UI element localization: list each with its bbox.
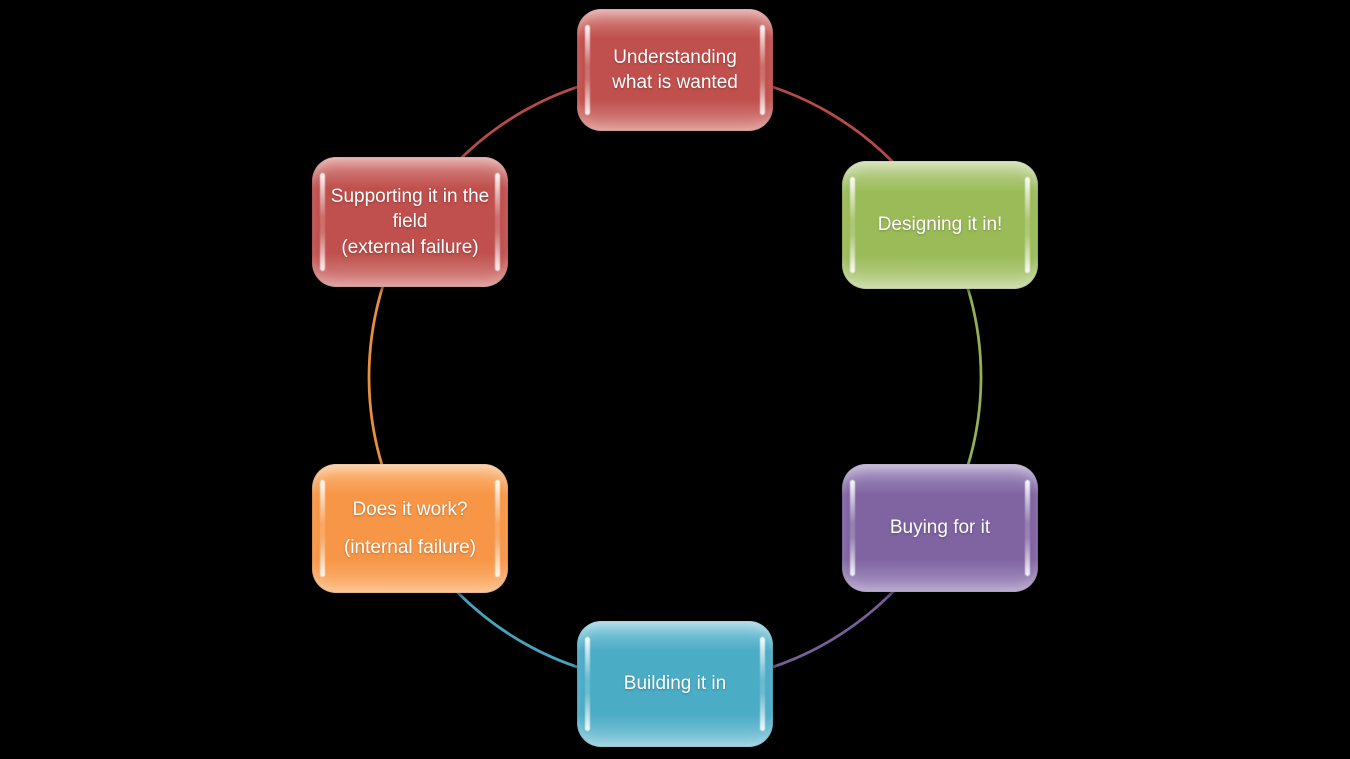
- node-sublabel: (external failure): [341, 236, 479, 258]
- node-label: Designing it in!: [877, 214, 1003, 236]
- node-label: Does it work?: [352, 498, 468, 520]
- node-supporting-it-in-the-field: Supporting it in the field (external fai…: [312, 157, 508, 287]
- node-designing-it-in: Designing it in!: [842, 161, 1038, 289]
- node-label: Supporting it in the field: [330, 186, 490, 233]
- node-buying-for-it: Buying for it: [842, 464, 1038, 592]
- node-does-it-work: Does it work? (internal failure): [312, 464, 508, 593]
- node-label: Buying for it: [889, 517, 991, 539]
- node-label: Understanding what is wanted: [612, 46, 738, 93]
- node-label: Building it in: [623, 673, 727, 695]
- node-building-it-in: Building it in: [577, 621, 773, 747]
- node-understanding-what-is-wanted: Understanding what is wanted: [577, 9, 773, 131]
- node-sublabel: (internal failure): [344, 537, 476, 558]
